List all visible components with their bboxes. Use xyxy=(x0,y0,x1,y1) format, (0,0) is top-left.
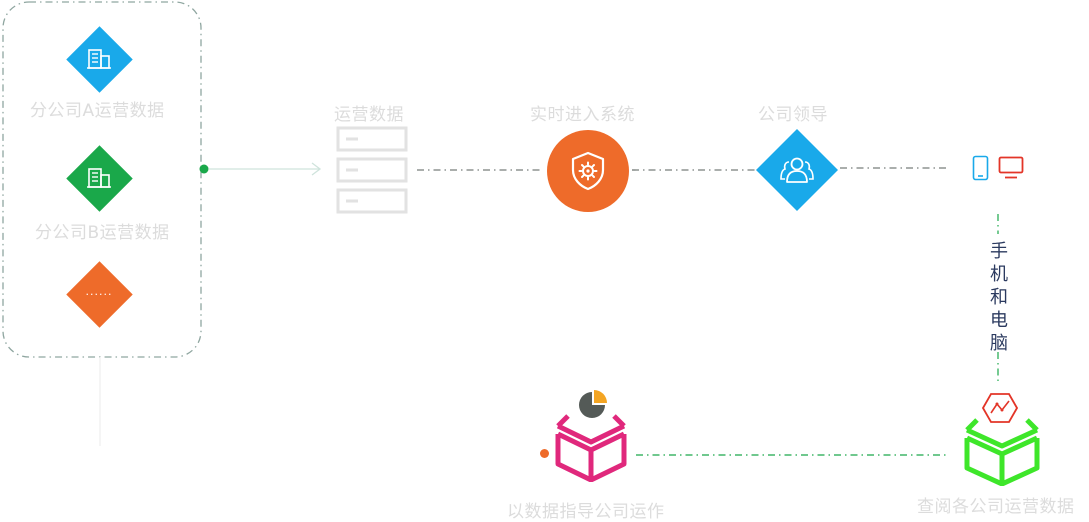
users-icon xyxy=(780,157,814,183)
system-node xyxy=(547,130,629,212)
phone-icon xyxy=(972,155,989,181)
enter-system-label: 实时进入系统 xyxy=(530,105,635,125)
arrow-head xyxy=(311,162,322,176)
pie-chart-icon xyxy=(579,390,607,418)
more-branches-node: ...... xyxy=(65,260,133,328)
branch-a-label: 分公司A运营数据 xyxy=(30,101,165,121)
orange-dot xyxy=(540,449,549,458)
phone-and-computer-label: 手机和电脑 xyxy=(990,241,1008,354)
view-branch-data-label: 查阅各公司运营数据 xyxy=(917,497,1075,517)
guide-operations-label: 以数据指导公司运作 xyxy=(507,502,665,522)
branch-b-node xyxy=(65,144,133,212)
operational-data-label: 运营数据 xyxy=(334,105,404,125)
group-output-dot xyxy=(199,164,209,174)
building-icon xyxy=(87,49,111,69)
branch-a-node xyxy=(65,25,133,93)
branch-b-label: 分公司B运营数据 xyxy=(35,223,170,243)
monitor-icon xyxy=(998,156,1024,179)
building-icon xyxy=(87,168,111,188)
shield-gear-icon xyxy=(571,151,605,191)
company-leadership-label: 公司领导 xyxy=(758,105,828,125)
more-dots: ...... xyxy=(85,284,113,298)
trend-hexagon-icon xyxy=(982,393,1018,423)
open-box-icon xyxy=(555,414,627,482)
branch-group-frame xyxy=(2,1,202,358)
server-icon xyxy=(336,126,408,214)
leadership-node xyxy=(755,128,839,212)
open-box-icon xyxy=(964,418,1040,486)
